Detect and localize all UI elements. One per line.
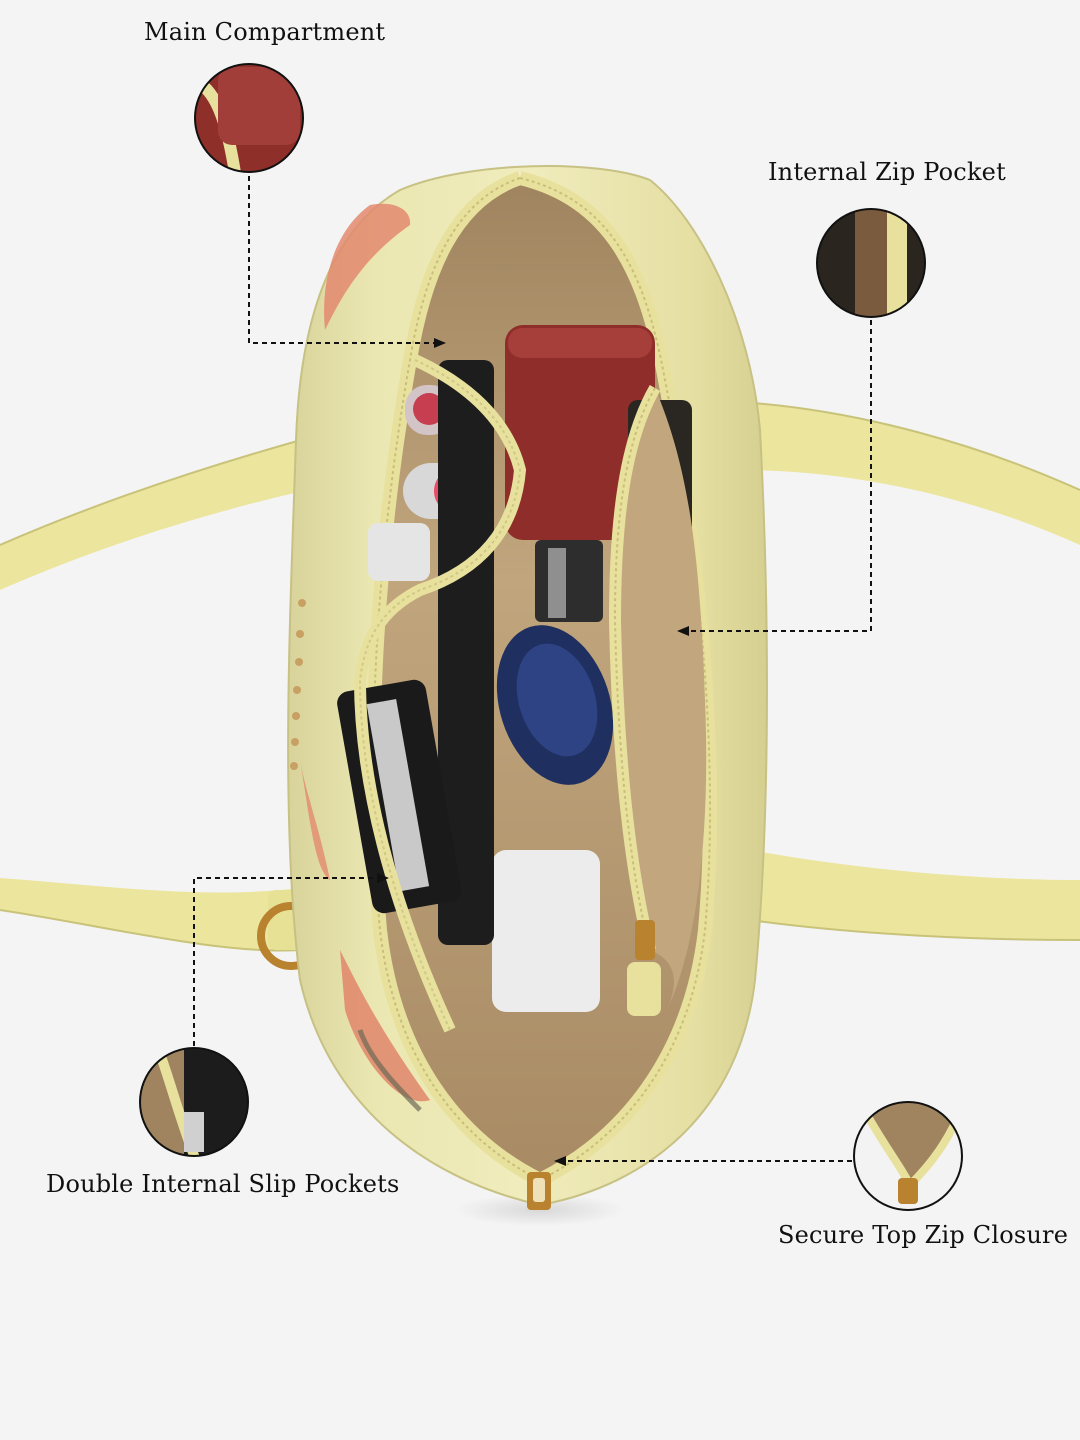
- main-compartment-detail-circle: [194, 63, 304, 173]
- red-compact-case: [505, 325, 655, 540]
- secure-top-zip-closure-label: Secure Top Zip Closure: [778, 1221, 1069, 1249]
- internal-zip-pocket-label: Internal Zip Pocket: [768, 158, 1006, 186]
- left-strap: [0, 431, 331, 970]
- internal-zip-pocket-detail-circle: [816, 208, 926, 318]
- internal-zip-pocket-area: [608, 385, 707, 1016]
- white-powder-box: [492, 850, 600, 1012]
- main-compartment-label: Main Compartment: [144, 18, 386, 46]
- small-tube: [368, 523, 430, 581]
- double-internal-slip-pockets-label: Double Internal Slip Pockets: [46, 1170, 400, 1198]
- decorative-studs: [290, 599, 306, 770]
- callout-arrowheads: [377, 338, 689, 1166]
- top-zip-puller: [527, 1172, 551, 1210]
- black-wallet: [438, 360, 494, 945]
- perfume-bottle: [535, 540, 603, 622]
- secure-top-zip-closure-detail-circle: [853, 1101, 963, 1211]
- double-internal-slip-pockets-detail-circle: [139, 1047, 249, 1157]
- callout-leaders: [193, 176, 872, 1162]
